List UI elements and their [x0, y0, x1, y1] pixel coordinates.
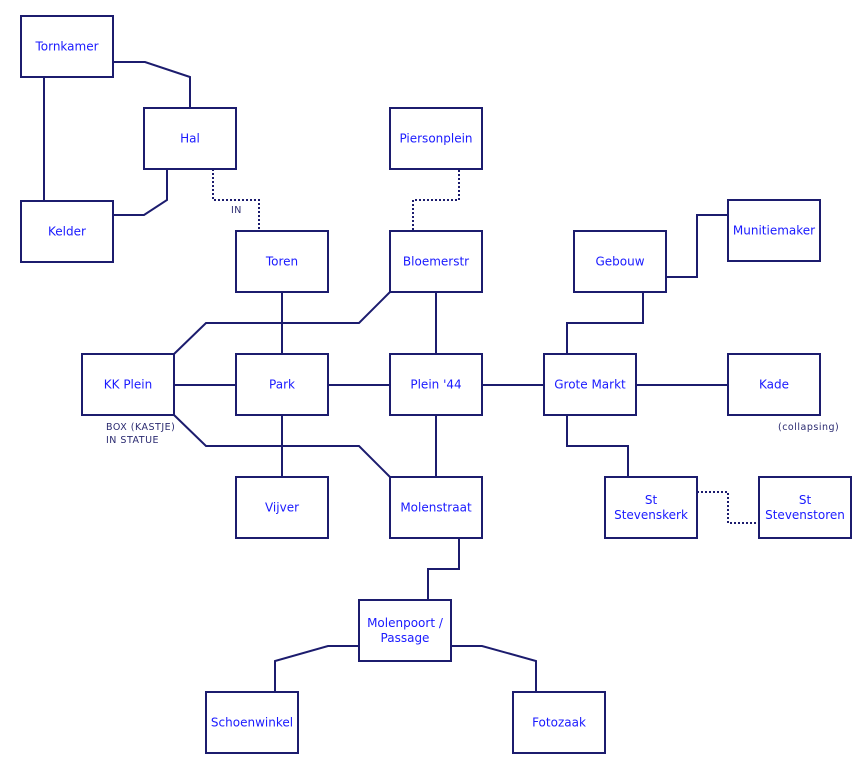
node-label: St [645, 493, 658, 507]
node-box [512, 691, 606, 754]
node-box [389, 476, 483, 539]
node-label: Molenpoort / [367, 616, 444, 630]
node-bloemerstr: Bloemerstr [389, 230, 483, 293]
node-label: Grote Markt [554, 378, 626, 392]
node-label: Schoenwinkel [211, 716, 293, 730]
node-hal: Hal [143, 107, 237, 170]
node-label: Tornkamer [34, 40, 98, 54]
node-tornkamer: Tornkamer [20, 15, 114, 78]
node-box [81, 353, 175, 416]
node-toren: Toren [235, 230, 329, 293]
node-grote-markt: Grote Markt [543, 353, 637, 416]
kk-plein-note-line-1: BOX (KASTJE) [106, 422, 175, 433]
edges: IN [43, 61, 759, 692]
node-label: Bloemerstr [403, 255, 469, 269]
node-label: Kelder [48, 225, 86, 239]
node-label: Hal [180, 132, 200, 146]
node-box [758, 476, 852, 539]
edge-molenstraat-molenpoort [427, 538, 460, 600]
edge-hal-toren [212, 169, 260, 231]
node-box [727, 353, 821, 416]
node-kelder: Kelder [20, 200, 114, 263]
node-label: Park [269, 378, 295, 392]
edge-piersonplein-bloemerstr [412, 170, 460, 231]
node-label: Kade [759, 378, 789, 392]
node-label: KK Plein [104, 378, 152, 392]
edge-tornkamer-hal [113, 61, 191, 108]
node-label: Toren [265, 255, 298, 269]
node-vijver: Vijver [235, 476, 329, 539]
node-box [205, 691, 299, 754]
node-label: Passage [381, 631, 430, 645]
edge-label-hal-toren: IN [231, 205, 242, 216]
node-box [543, 353, 637, 416]
node-box [727, 199, 821, 262]
annotations: BOX (KASTJE) IN STATUE (collapsing) [106, 422, 839, 446]
node-gebouw: Gebouw [573, 230, 667, 293]
node-molenstraat: Molenstraat [389, 476, 483, 539]
node-box [389, 107, 483, 170]
node-box [235, 230, 329, 293]
node-label: Molenstraat [400, 501, 472, 515]
kk-plein-note-line-2: IN STATUE [106, 435, 159, 446]
node-label: Stevenskerk [614, 508, 688, 522]
node-label: Piersonplein [399, 132, 472, 146]
node-box [143, 107, 237, 170]
edge-gebouw-munitiemaker [666, 214, 728, 278]
kade-note: (collapsing) [778, 422, 839, 433]
node-molenpoort: Molenpoort /Passage [358, 599, 452, 662]
node-label: Munitiemaker [733, 224, 815, 238]
node-kk-plein: KK Plein [81, 353, 175, 416]
node-label: Vijver [265, 501, 299, 515]
node-box [358, 599, 452, 662]
edge-molenpoort-schoenwinkel [274, 645, 359, 692]
edge-molenpoort-fotozaak [451, 645, 537, 692]
node-label: Stevenstoren [765, 508, 845, 522]
edge-bloemerstr-kk-plein [173, 291, 391, 355]
node-box [604, 476, 698, 539]
node-label: St [799, 493, 812, 507]
node-box [389, 353, 483, 416]
edge-st-stevenskerk-st-stevenstoren [697, 491, 759, 524]
node-piersonplein: Piersonplein [389, 107, 483, 170]
node-fotozaak: Fotozaak [512, 691, 606, 754]
node-label: Plein '44 [410, 378, 461, 392]
node-label: Gebouw [595, 255, 644, 269]
node-box [235, 476, 329, 539]
node-park: Park [235, 353, 329, 416]
node-box [389, 230, 483, 293]
edge-hal-kelder [113, 169, 168, 216]
edge-gebouw-grote-markt [566, 292, 644, 354]
node-label: Fotozaak [532, 716, 586, 730]
node-box [20, 200, 114, 263]
node-kade: Kade [727, 353, 821, 416]
node-plein-44: Plein '44 [389, 353, 483, 416]
node-box [573, 230, 667, 293]
node-schoenwinkel: Schoenwinkel [205, 691, 299, 754]
node-box [20, 15, 114, 78]
node-box [235, 353, 329, 416]
node-munitiemaker: Munitiemaker [727, 199, 821, 262]
edge-grote-markt-st-stevenskerk [566, 415, 629, 477]
